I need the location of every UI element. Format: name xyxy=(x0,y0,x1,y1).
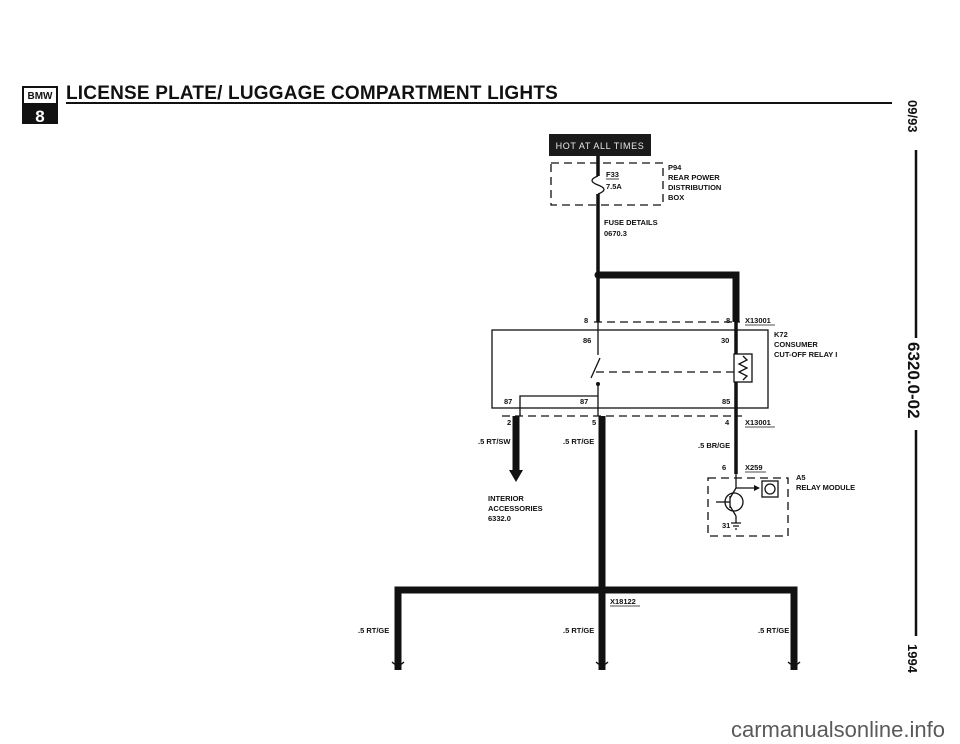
watermark: carmanualsonline.info xyxy=(731,717,945,742)
transistor-emitter xyxy=(729,505,737,517)
relay-switch-blade-icon xyxy=(590,357,601,379)
fuse-symbol-icon xyxy=(591,175,605,195)
relay-code: K72 xyxy=(774,330,788,339)
module-pin-31: 31 xyxy=(722,521,730,530)
wire-label-rt-ge-center: .5 RT/GE xyxy=(563,437,594,446)
wire-label-rt-ge-mid: .5 RT/GE xyxy=(563,626,594,635)
wire-label-br-ge: .5 BR/GE xyxy=(698,441,730,450)
bmw-logo-text: BMW xyxy=(28,91,54,102)
pin-label-85: 85 xyxy=(722,397,730,406)
bottom-bus xyxy=(394,586,798,670)
continuation-right-icon xyxy=(787,661,801,666)
module-arrow-icon xyxy=(754,485,760,491)
pin-label-2: 2 xyxy=(507,418,511,427)
connector-label-bottom: X13001 xyxy=(745,418,771,427)
transistor-collector xyxy=(729,487,737,499)
fuse-box-line2: DISTRIBUTION xyxy=(668,183,721,192)
fuse-details-line2: 0670.3 xyxy=(604,229,627,238)
relay-module-outline xyxy=(707,477,789,537)
module-chip-icon xyxy=(761,480,779,498)
pin-label-87-outer: 87 xyxy=(504,397,512,406)
fuse-rating: 7.5A xyxy=(606,182,622,191)
wire-to-pin-30 xyxy=(598,271,740,322)
margin-date: 09/93 xyxy=(905,100,920,133)
page-title: LICENSE PLATE/ LUGGAGE COMPARTMENT LIGHT… xyxy=(66,83,558,104)
power-label: HOT AT ALL TIMES xyxy=(556,141,645,151)
module-connector: X259 xyxy=(745,463,763,472)
module-code: A5 xyxy=(796,473,806,482)
margin-year: 1994 xyxy=(905,644,920,674)
module-chip-symbol-icon xyxy=(764,483,776,495)
module-pin-6: 6 xyxy=(722,463,726,472)
fuse-box-outline xyxy=(550,162,664,206)
relay-housing xyxy=(491,329,769,409)
arrow-to-interior-icon xyxy=(509,470,523,482)
bmw-logo: BMW 8 xyxy=(22,86,58,126)
switch-contact-dot xyxy=(596,382,600,386)
margin-page-code: 6320.0-02 xyxy=(904,342,923,419)
relay-name-line1: CONSUMER xyxy=(774,340,818,349)
interior-line1: INTERIOR xyxy=(488,494,524,503)
pin-label-87-inner: 87 xyxy=(580,397,588,406)
interior-line3: 6332.0 xyxy=(488,514,511,523)
pin-label-8-left: 8 xyxy=(584,316,588,325)
relay-coil-icon xyxy=(733,353,753,383)
power-label-box xyxy=(549,134,651,156)
fuse-box-line3: BOX xyxy=(668,193,684,202)
module-name: RELAY MODULE xyxy=(796,483,855,492)
ground-icon xyxy=(731,522,741,530)
wire-label-rt-ge-right: .5 RT/GE xyxy=(758,626,789,635)
continuation-left-icon xyxy=(391,661,405,666)
pin-label-4: 4 xyxy=(725,418,730,427)
pin-label-8-right: 8 xyxy=(726,316,730,325)
fuse-id: F33 xyxy=(606,170,619,179)
connector-label-top: X13001 xyxy=(745,316,771,325)
wire-label-rt-ge-left: .5 RT/GE xyxy=(358,626,389,635)
fuse-details-line1: FUSE DETAILS xyxy=(604,218,658,227)
pin-label-86: 86 xyxy=(583,336,591,345)
pin-label-30: 30 xyxy=(721,336,729,345)
bmw-series-number: 8 xyxy=(35,107,44,126)
interior-line2: ACCESSORIES xyxy=(488,504,543,513)
pin-label-5: 5 xyxy=(592,418,596,427)
bridge-87-87 xyxy=(519,395,598,416)
splice-label: X18122 xyxy=(610,597,636,606)
fuse-box-line1: REAR POWER xyxy=(668,173,720,182)
relay-name-line2: CUT-OFF RELAY I xyxy=(774,350,837,359)
coil-winding-icon xyxy=(737,355,749,381)
wire-label-rt-sw: .5 RT/SW xyxy=(478,437,511,446)
continuation-mid-icon xyxy=(595,661,609,666)
fuse-box-code: P94 xyxy=(668,163,682,172)
